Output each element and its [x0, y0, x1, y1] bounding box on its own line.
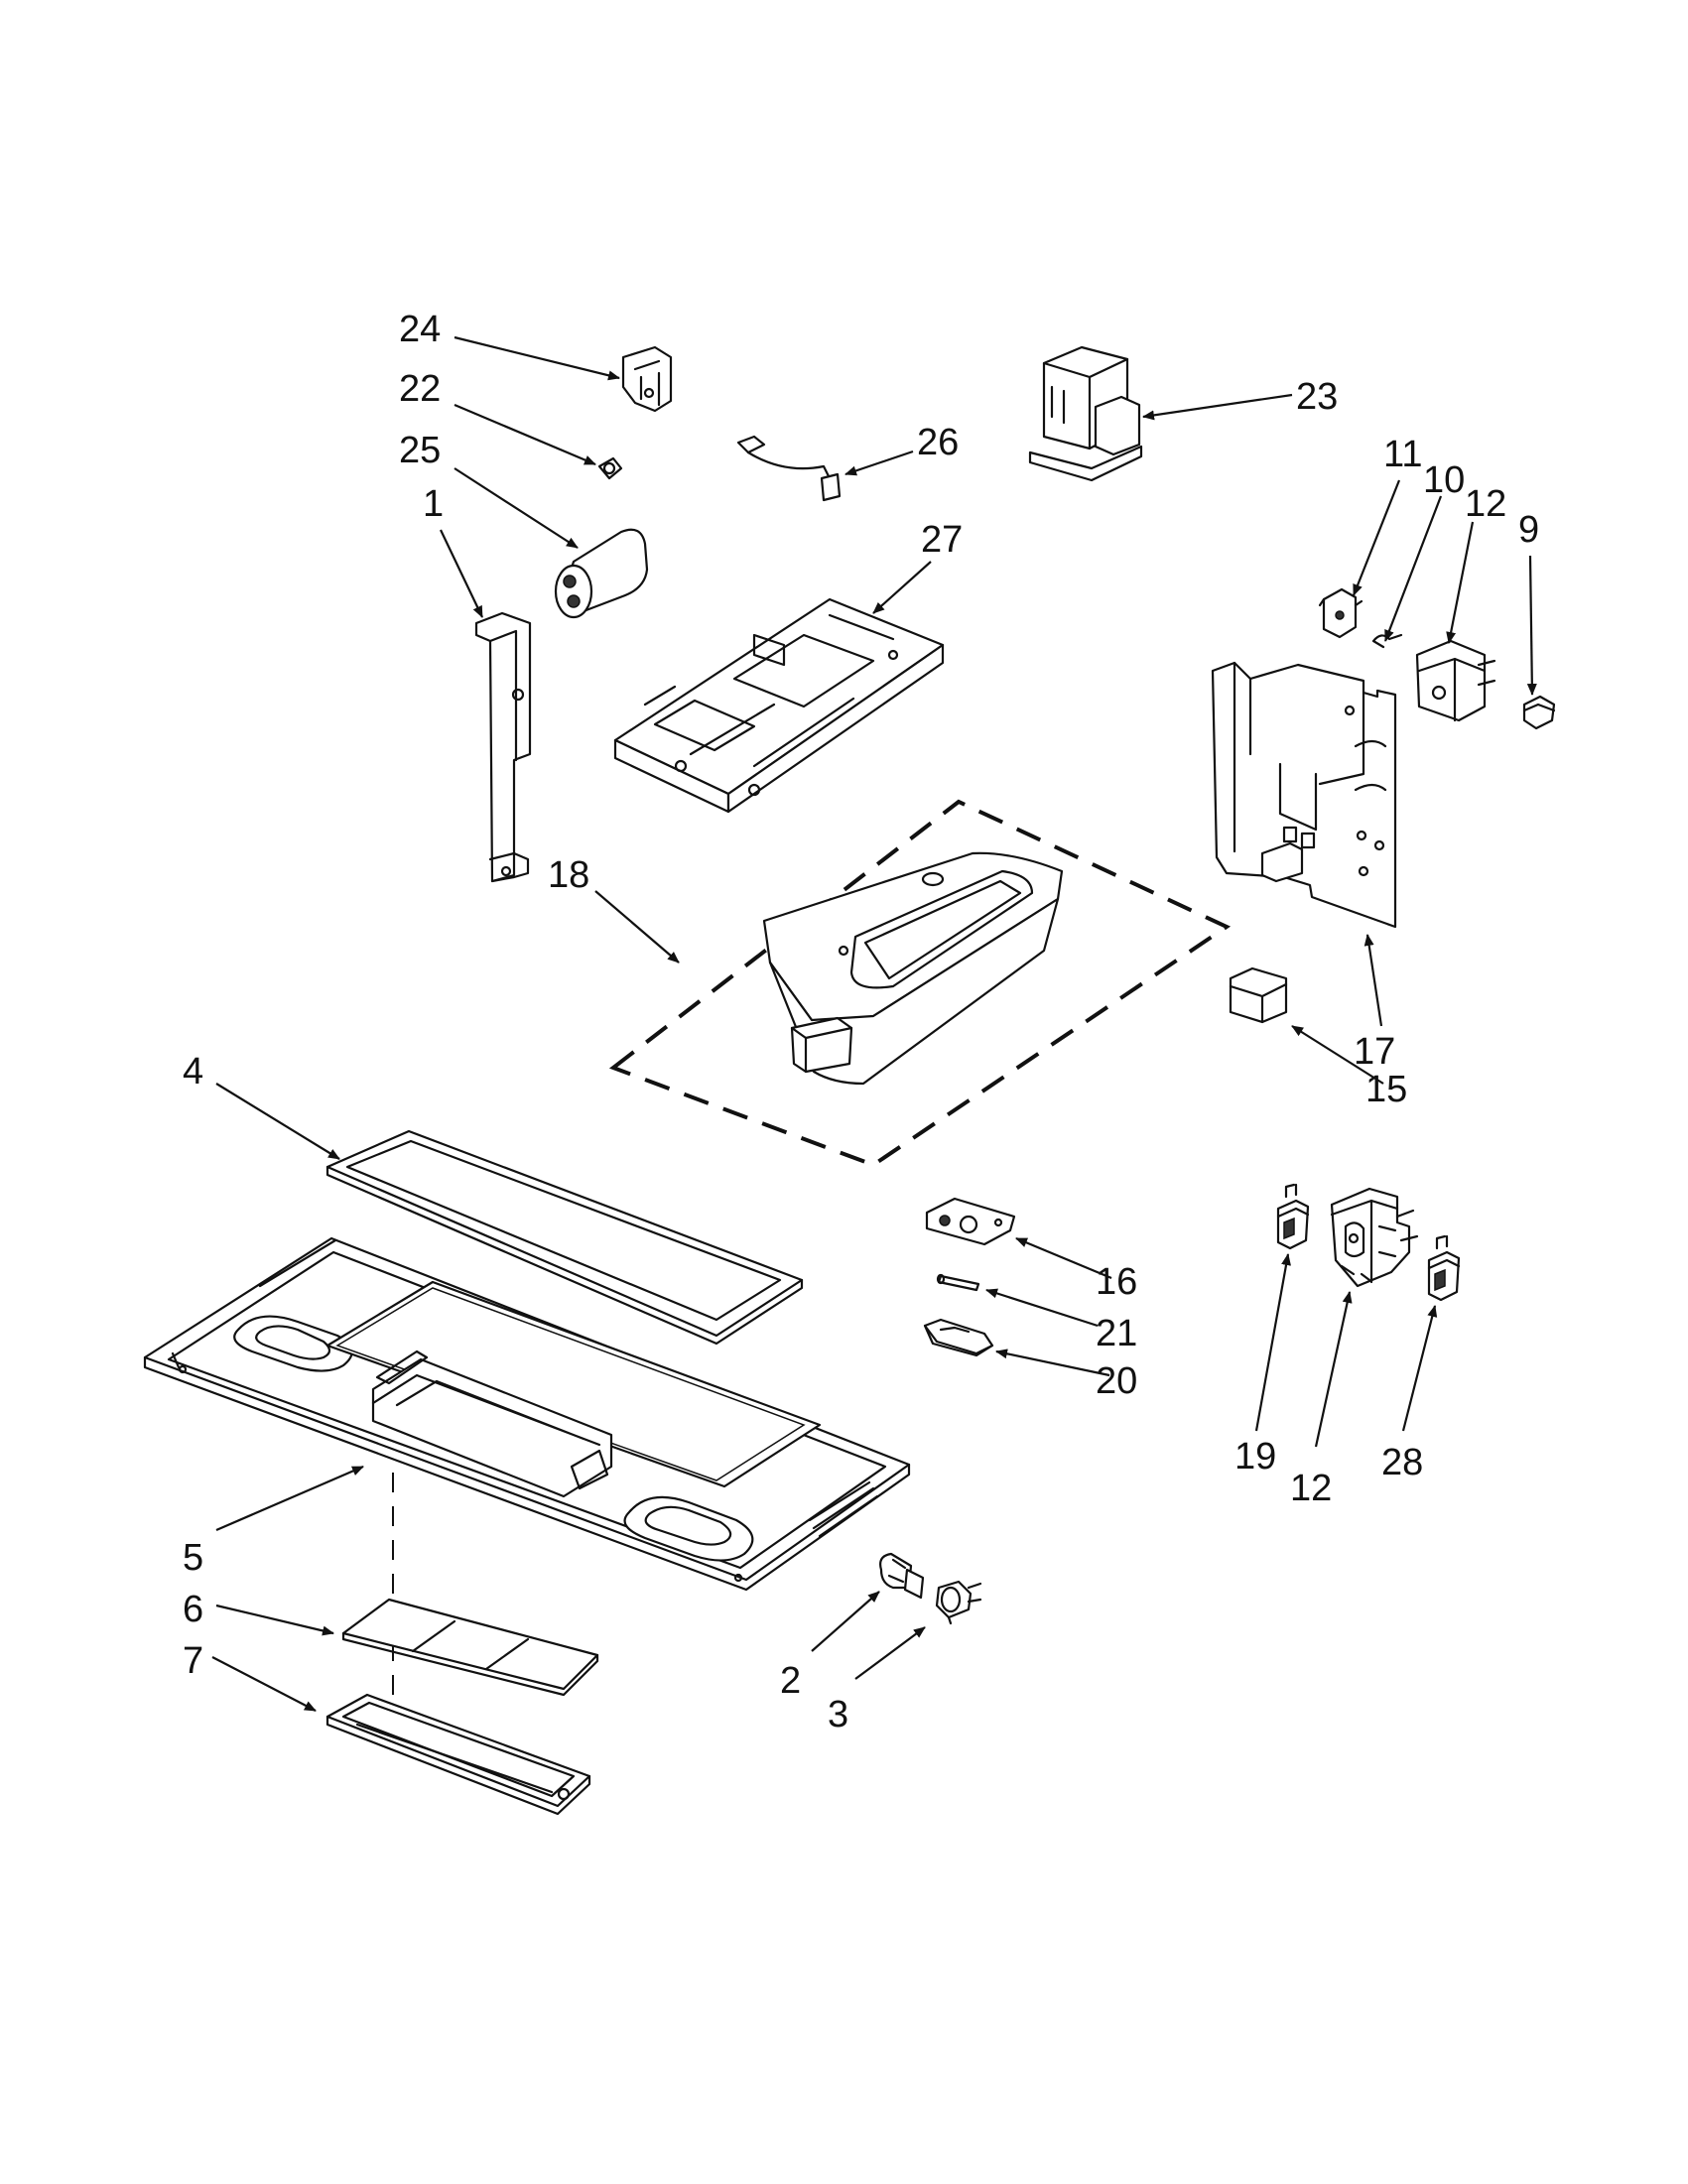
leader-lines	[211, 335, 1537, 1712]
part-19-switch	[1276, 1183, 1310, 1250]
callout-27: 27	[921, 519, 963, 561]
part-25-capacitor	[554, 528, 649, 619]
part-15	[1229, 966, 1288, 1024]
callout-12-top: 12	[1465, 483, 1506, 525]
part-2-bulb	[879, 1552, 925, 1600]
callout-18: 18	[548, 854, 589, 896]
part-21-fuse	[936, 1273, 980, 1292]
part-3-socket	[935, 1580, 982, 1625]
callout-3: 3	[828, 1694, 848, 1735]
callout-labels: 24 22 25 1 26 23 27 11 10 12 9 18 17 15 …	[183, 309, 1539, 1735]
part-12a-switch-bracket	[1415, 639, 1496, 722]
part-22-clip	[597, 456, 623, 480]
callout-26: 26	[917, 422, 959, 463]
part-12b-switch-bracket	[1330, 1187, 1419, 1288]
part-6-panel	[341, 1598, 599, 1697]
part-5-bottom-panel	[143, 1236, 911, 1592]
callout-19: 19	[1234, 1436, 1276, 1477]
part-24-bracket	[621, 345, 673, 413]
part-4-filter	[325, 1129, 804, 1346]
part-27-plate	[613, 597, 945, 814]
callout-6: 6	[183, 1589, 203, 1630]
callout-16: 16	[1096, 1261, 1137, 1303]
part-23-transformer	[1028, 345, 1143, 482]
callout-2: 2	[780, 1660, 801, 1702]
callout-28: 28	[1381, 1442, 1423, 1483]
part-26-wire	[736, 435, 842, 502]
callout-23: 23	[1296, 376, 1338, 418]
part-16-board	[925, 1197, 1016, 1246]
callout-7: 7	[183, 1640, 203, 1682]
callout-15: 15	[1365, 1069, 1407, 1110]
callout-17: 17	[1354, 1031, 1395, 1073]
callout-4: 4	[183, 1051, 203, 1092]
callout-10: 10	[1423, 459, 1465, 501]
callout-12-bottom: 12	[1290, 1468, 1332, 1509]
part-9-switch	[1522, 695, 1556, 730]
callout-1: 1	[423, 483, 444, 525]
callout-25: 25	[399, 430, 441, 471]
callout-22: 22	[399, 368, 441, 410]
part-7-frame	[325, 1693, 591, 1816]
part-18-duct-kit	[608, 799, 1232, 1168]
part-1-bracket	[474, 611, 532, 883]
part-17-control-bracket	[1211, 661, 1397, 929]
part-20-holder	[923, 1318, 994, 1357]
callout-20: 20	[1096, 1360, 1137, 1402]
callout-21: 21	[1096, 1313, 1137, 1354]
callout-9: 9	[1518, 509, 1539, 551]
part-11	[1318, 587, 1363, 639]
part-28-switch	[1427, 1234, 1461, 1302]
callout-5: 5	[183, 1537, 203, 1579]
callout-24: 24	[399, 309, 441, 350]
callout-11: 11	[1383, 434, 1422, 475]
